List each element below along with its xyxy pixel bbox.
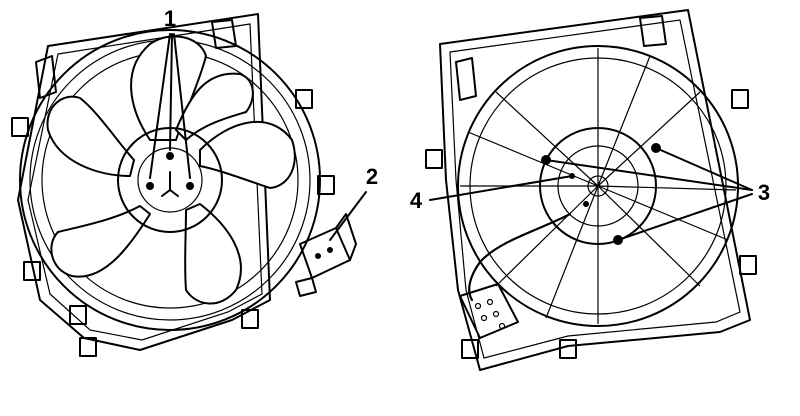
callout-label-3: 3 <box>758 180 770 205</box>
hub-bolt <box>166 152 174 160</box>
callout-label-4: 4 <box>410 188 423 213</box>
callout-1: 1 <box>149 6 191 179</box>
callout-label-1: 1 <box>164 6 176 31</box>
callout-3: 3 <box>545 147 770 241</box>
callout-4: 4 <box>410 175 573 213</box>
fan-blades <box>46 35 296 305</box>
shroud-struts <box>460 48 737 324</box>
fan-rear-view <box>425 9 757 371</box>
left-fan-ring <box>19 29 321 331</box>
wiring-harness <box>468 213 571 301</box>
callout-label-2: 2 <box>366 164 378 189</box>
harness-connector <box>459 283 519 339</box>
left-shroud-frame <box>17 13 271 351</box>
callout-2: 2 <box>329 164 378 241</box>
right-fan-ring <box>457 45 739 327</box>
left-mount-tab <box>11 117 29 137</box>
fan-resistor <box>295 213 357 297</box>
right-shroud-frame <box>439 9 751 371</box>
fan-front-view <box>11 13 357 357</box>
